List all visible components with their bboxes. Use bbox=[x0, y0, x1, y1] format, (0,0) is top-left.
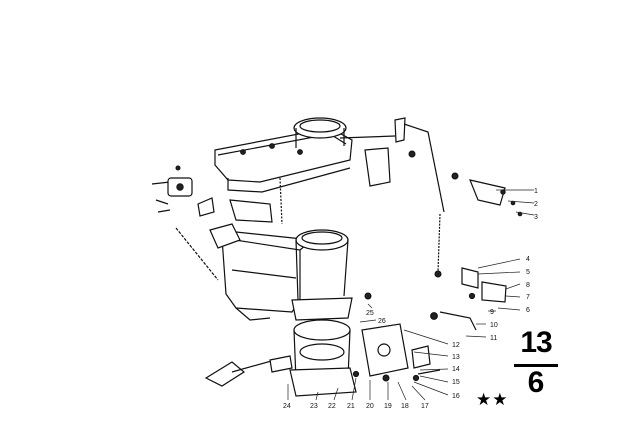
throttle-link-parts bbox=[430, 172, 523, 331]
callout-17: 17 bbox=[421, 403, 429, 410]
callout-25: 25 bbox=[366, 310, 374, 317]
callout-18: 18 bbox=[401, 403, 409, 410]
callout-12: 12 bbox=[452, 342, 460, 349]
callout-22: 22 bbox=[328, 403, 336, 410]
callout-8: 8 bbox=[526, 282, 530, 289]
idle-valve-parts bbox=[204, 355, 293, 387]
callout-15: 15 bbox=[452, 379, 460, 386]
callout-7: 7 bbox=[526, 294, 530, 301]
throttle-body bbox=[289, 229, 372, 397]
callout-16: 16 bbox=[452, 393, 460, 400]
section-group-number: 13 bbox=[520, 326, 552, 359]
callout-20: 20 bbox=[366, 403, 374, 410]
callout-23: 23 bbox=[310, 403, 318, 410]
choke-rod-assembly bbox=[339, 117, 445, 278]
callout-11: 11 bbox=[490, 335, 497, 342]
callout-14: 14 bbox=[452, 366, 460, 373]
callout-19: 19 bbox=[384, 403, 392, 410]
callout-24: 24 bbox=[283, 403, 291, 410]
callout-13: 13 bbox=[452, 354, 460, 361]
callout-5: 5 bbox=[526, 269, 530, 276]
carburetor-cover bbox=[214, 117, 353, 225]
callout-21: 21 bbox=[347, 403, 355, 410]
callout-1: 1 bbox=[534, 188, 538, 195]
callout-4: 4 bbox=[526, 256, 530, 263]
callout-6: 6 bbox=[526, 307, 530, 314]
section-divider bbox=[514, 364, 558, 367]
callout-numbers: 1 2 3 4 5 8 7 6 9 10 11 12 13 14 15 16 1… bbox=[283, 188, 538, 410]
section-subgroup-number: 6 bbox=[527, 366, 545, 399]
left-fittings bbox=[151, 165, 273, 281]
rating-stars: ★★ bbox=[476, 390, 509, 410]
callout-26: 26 bbox=[378, 318, 386, 325]
callout-9: 9 bbox=[490, 309, 494, 316]
callout-2: 2 bbox=[534, 201, 538, 208]
linkage-plate bbox=[352, 323, 441, 382]
callout-3: 3 bbox=[534, 214, 538, 221]
leader-lines bbox=[287, 189, 535, 401]
callout-10: 10 bbox=[490, 322, 498, 329]
